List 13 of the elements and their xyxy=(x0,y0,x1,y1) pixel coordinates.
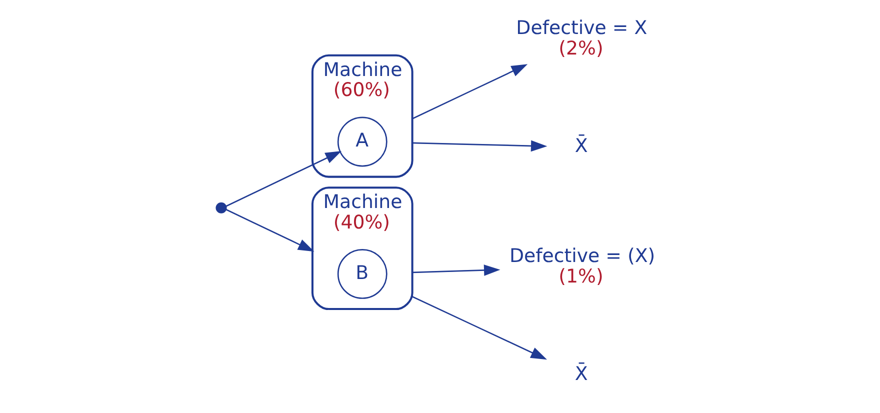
node-text: Defective = (X) (1%) xyxy=(508,245,655,288)
node-circle: B xyxy=(336,249,387,299)
node-circle xyxy=(215,202,226,214)
arrow xyxy=(412,264,500,276)
node-text: X̄ xyxy=(574,135,588,158)
arrow xyxy=(225,151,342,207)
arrow xyxy=(412,64,528,120)
node-text: X̄ xyxy=(574,363,588,386)
node-circle: A xyxy=(336,116,387,167)
arrow xyxy=(412,140,547,152)
arrow xyxy=(225,208,314,252)
node-text: Defective = X (2%) xyxy=(516,17,647,60)
arrow xyxy=(412,296,547,360)
